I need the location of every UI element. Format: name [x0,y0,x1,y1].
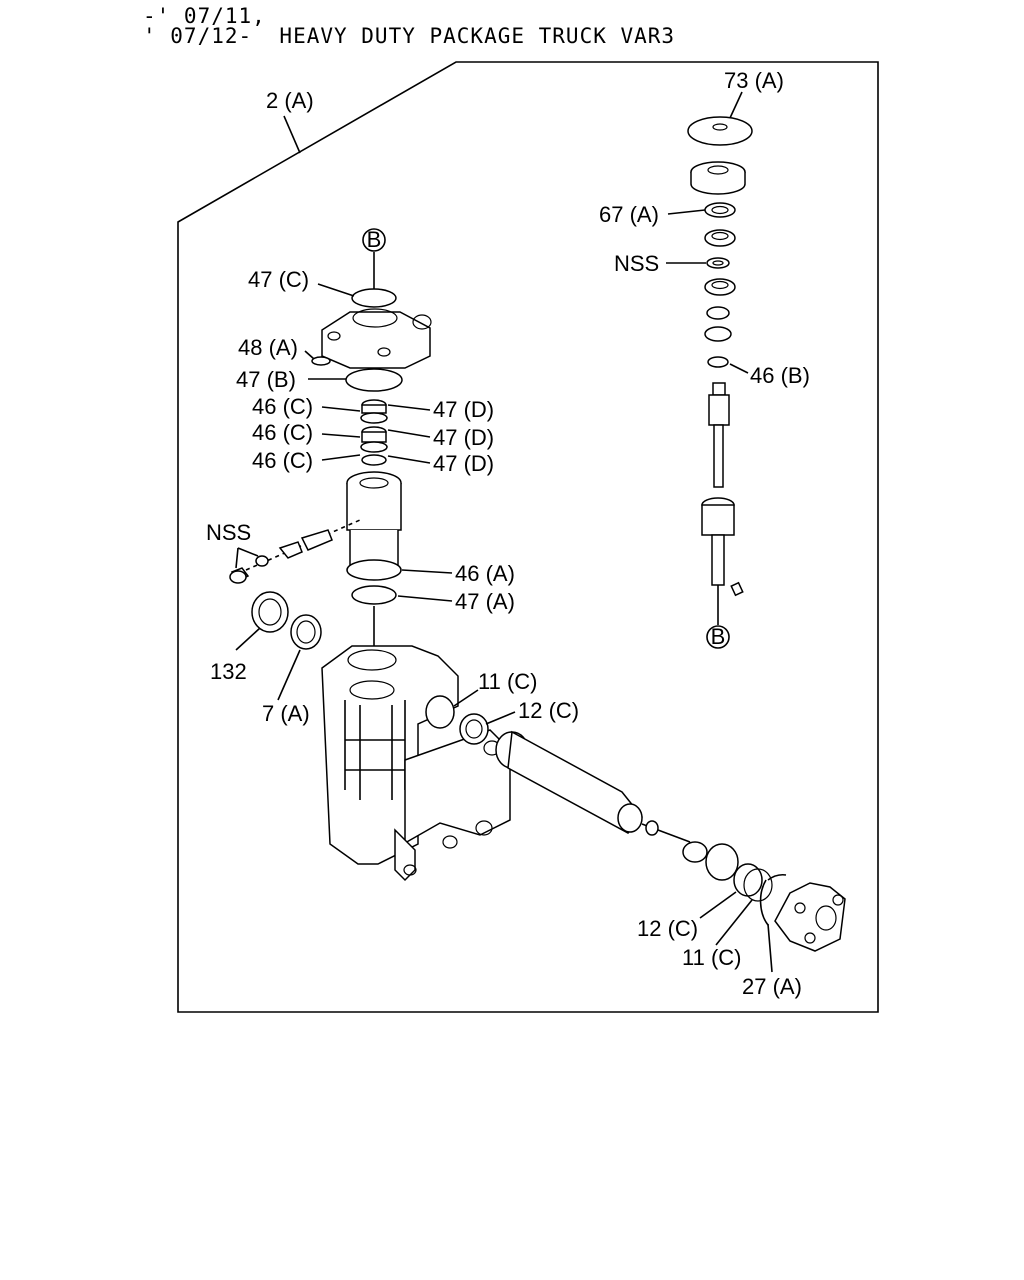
label-7a: 7 (A) [262,701,310,726]
ref-label-top: B [367,227,382,252]
ref-circle-bottom [706,625,730,649]
label-46c-3: 46 (C) [252,448,313,473]
label-47b: 47 (B) [236,367,296,392]
label-27a: 27 (A) [742,974,802,999]
header-line-2: ' 07/12- HEAVY DUTY PACKAGE TRUCK VAR3 [143,24,676,48]
sector-shaft [495,730,773,902]
header-line-1: -' 07/11, [143,4,266,28]
label-11c-bottom: 11 (C) [682,945,742,970]
label-46b: 46 (B) [750,363,810,388]
label-67a: 67 (A) [599,202,659,227]
label-132: 132 [210,659,247,684]
label-47d-3: 47 (D) [433,451,494,476]
label-12c-top: 12 (C) [518,698,579,723]
leader-lines [235,91,773,973]
label-nss-left: NSS [206,520,251,545]
label-11c-top: 11 (C) [478,669,538,694]
label-47c: 47 (C) [248,267,309,292]
label-47d-2: 47 (D) [433,425,494,450]
label-47d-1: 47 (D) [433,397,494,422]
label-73a: 73 (A) [724,68,784,93]
assembly-frame [177,61,879,1013]
side-cover [759,873,846,952]
label-46c-2: 46 (C) [252,420,313,445]
ref-circle-top [362,228,386,252]
label-nss-right: NSS [614,251,659,276]
label-46c-1: 46 (C) [252,394,313,419]
label-assy: 2 (A) [266,88,314,113]
label-48a: 48 (A) [238,335,298,360]
ref-label-bottom: B [711,624,726,649]
label-46a: 46 (A) [455,561,515,586]
label-12c-bottom: 12 (C) [637,916,698,941]
upper-valve-housing [311,252,432,650]
label-47a: 47 (A) [455,589,515,614]
left-bolt-washer [229,519,361,584]
lower-seals [251,591,322,650]
gear-housing [321,645,511,882]
